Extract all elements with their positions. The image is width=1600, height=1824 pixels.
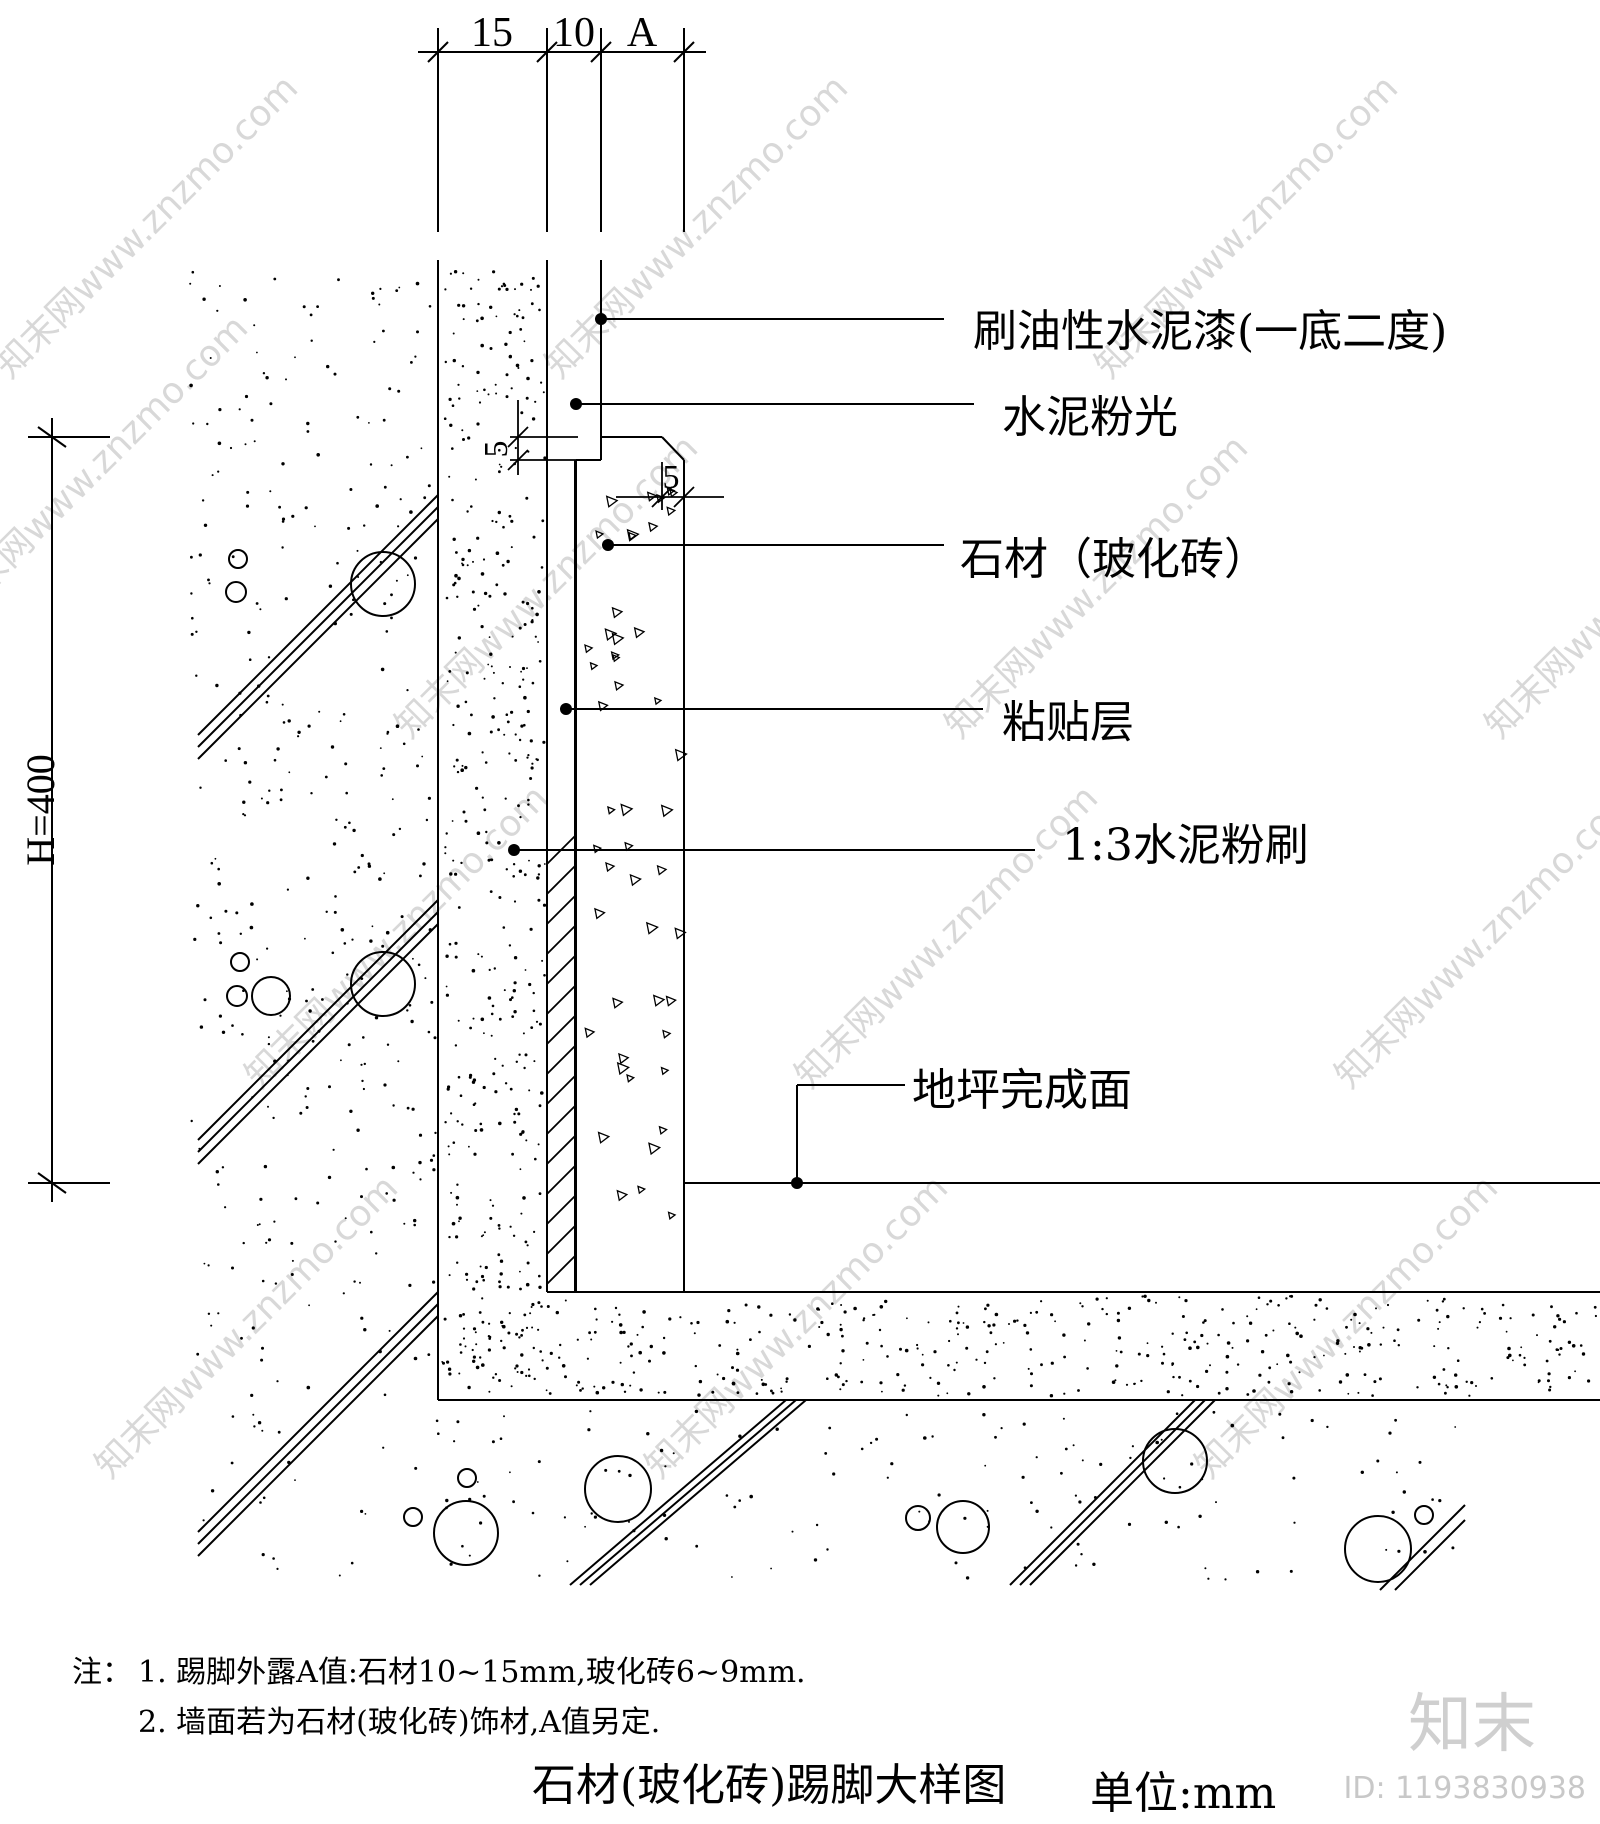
- dim-height: H=400: [18, 754, 63, 865]
- label-mortar: 1:3水泥粉刷: [1062, 820, 1309, 871]
- label-floor: 地坪完成面: [912, 1065, 1132, 1116]
- note-line-1: 1. 踢脚外露A值:石材10~15mm,玻化砖6~9mm.: [138, 1655, 806, 1690]
- note-line-2: 2. 墙面若为石材(玻化砖)饰材,A值另定.: [138, 1705, 660, 1740]
- label-stone: 石材（玻化砖）: [960, 534, 1268, 585]
- label-paint: 刷油性水泥漆(一底二度): [973, 306, 1447, 357]
- mortar-hatch: [546, 835, 576, 1292]
- dimension-height: [28, 418, 110, 1202]
- dimension-gap-top: [507, 400, 578, 475]
- concrete-stipple: [189, 270, 1597, 1581]
- leaders: [514, 318, 1035, 1183]
- aggregate-circles: [225, 549, 1434, 1583]
- watermark-text: 知末网www.znzmo.com: [637, 1168, 956, 1487]
- watermark-text: 知末网www.znzmo.com: [0, 68, 306, 387]
- dim-a: A: [627, 10, 658, 56]
- label-adhesive: 粘贴层: [1002, 697, 1134, 748]
- brand-logo-mark: 知末: [1408, 1688, 1536, 1762]
- watermark-text: 知末网www.znzmo.com: [237, 778, 556, 1097]
- drawing-unit: 单位:mm: [1090, 1768, 1276, 1819]
- dimension-gap-right: [616, 462, 724, 510]
- dim-10: 10: [553, 10, 595, 56]
- notes-prefix: 注：: [72, 1655, 132, 1690]
- dimension-top: [418, 28, 706, 232]
- watermark-text: 知末网www.znzmo.com: [1477, 428, 1600, 747]
- leader-dots: [508, 313, 803, 1189]
- stone-aggregate: [584, 486, 688, 1220]
- watermark-text: 知末网www.znzmo.com: [787, 778, 1106, 1097]
- watermark-text: 知末网www.znzmo.com: [537, 68, 856, 387]
- drawing-id: ID: 1193830938: [1344, 1771, 1586, 1806]
- dim-gap-top: 5: [478, 441, 515, 458]
- dim-15: 15: [471, 10, 513, 56]
- watermark-layer: 知末网www.znzmo.com 知末网www.znzmo.com 知末网www…: [0, 68, 1600, 1487]
- label-plaster: 水泥粉光: [1002, 392, 1178, 443]
- dim-gap-right: 5: [663, 459, 680, 496]
- drawing-title: 石材(玻化砖)踢脚大样图: [532, 1760, 1006, 1811]
- watermark-text: 知末网www.znzmo.com: [1327, 778, 1600, 1097]
- watermark-text: 知末网www.znzmo.com: [87, 1168, 406, 1487]
